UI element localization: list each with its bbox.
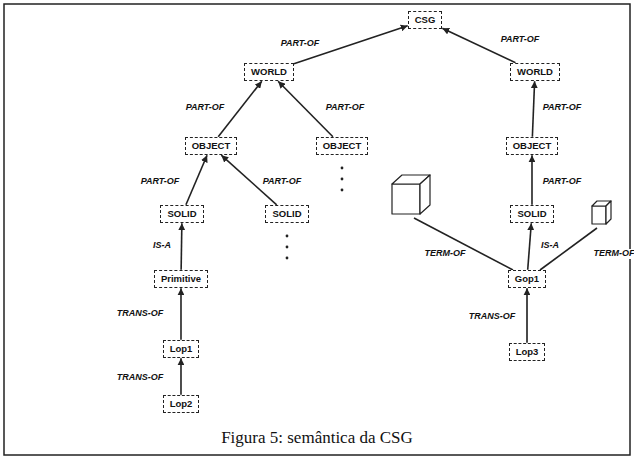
node-label: SOLID	[272, 209, 301, 219]
node-label: Lop3	[516, 347, 539, 357]
object-box: OBJECT	[185, 137, 238, 155]
node-label: OBJECT	[513, 141, 552, 151]
big-cube	[392, 175, 430, 214]
root-box: CSG	[408, 11, 443, 29]
node-label: WORLD	[517, 67, 553, 77]
relation-arrow	[180, 223, 182, 270]
relation-label: TRANS-OF	[116, 309, 165, 319]
operation-box: Lop3	[509, 343, 546, 361]
relation-label: TERM-OF	[593, 249, 634, 259]
node-label: Primitive	[161, 274, 201, 284]
primitive-box: Primitive	[154, 270, 208, 288]
solid-box: SOLID	[265, 205, 308, 223]
relation-label: TRANS-OF	[116, 373, 165, 383]
relation-arrow	[532, 81, 534, 137]
relation-arrow	[180, 288, 182, 340]
object-box: OBJECT	[506, 137, 559, 155]
node-label: SOLID	[517, 209, 546, 219]
node-label: Lop1	[170, 344, 193, 354]
relation-label: PART-OF	[140, 177, 181, 187]
node-label: OBJECT	[323, 141, 362, 151]
figure-frame	[4, 4, 630, 455]
node-label: CSG	[415, 15, 436, 25]
node-label: SOLID	[167, 209, 196, 219]
relation-arrow	[442, 28, 515, 63]
node-label: OBJECT	[192, 141, 231, 151]
small-cube	[592, 201, 611, 224]
solid-box: SOLID	[160, 205, 203, 223]
relation-label: PART-OF	[280, 39, 321, 49]
operation-box: Gop1	[508, 270, 546, 288]
relation-arrow	[180, 358, 182, 395]
object-box: OBJECT	[316, 137, 369, 155]
relation-label: IS-A	[152, 241, 172, 251]
relation-label: IS-A	[540, 241, 560, 251]
relation-label: PART-OF	[542, 103, 583, 113]
relation-label: TERM-OF	[424, 249, 467, 259]
relation-label: PART-OF	[325, 103, 366, 113]
node-label: Lop2	[170, 399, 193, 409]
relation-label: TRANS-OF	[468, 312, 517, 322]
operation-box: Lop2	[163, 395, 200, 413]
term-of-lines	[414, 218, 597, 270]
relation-arrow	[526, 288, 528, 343]
relation-arrow	[528, 223, 532, 270]
relation-arrow	[186, 155, 207, 205]
solid-box: SOLID	[510, 205, 553, 223]
relation-label: PART-OF	[262, 177, 303, 187]
relation-label: PART-OF	[500, 35, 541, 45]
node-label: WORLD	[251, 67, 287, 77]
world-box: WORLD	[510, 63, 560, 81]
figure-caption: Figura 5: semântica da CSG	[0, 428, 634, 448]
relation-label: PART-OF	[542, 177, 583, 187]
relation-arrow	[531, 155, 533, 205]
node-label: Gop1	[515, 274, 539, 284]
world-box: WORLD	[244, 63, 294, 81]
operation-box: Lop1	[163, 340, 200, 358]
relation-label: PART-OF	[185, 103, 226, 113]
